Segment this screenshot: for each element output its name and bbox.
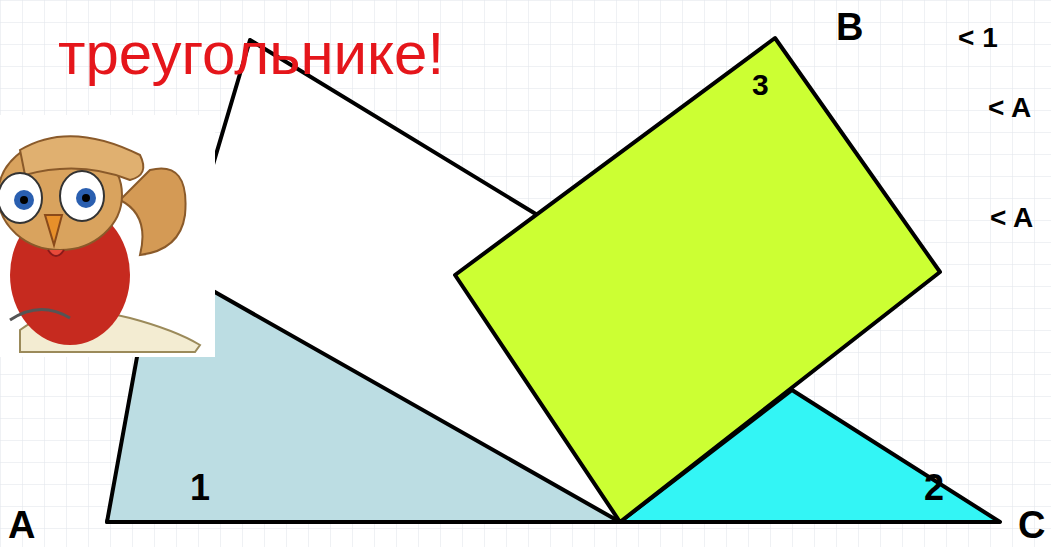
vertex-label: A bbox=[8, 506, 35, 544]
angle-note: < 1 bbox=[958, 24, 998, 52]
owl-picture bbox=[0, 115, 215, 357]
angle-note: < A bbox=[988, 94, 1031, 122]
vertex-label: B bbox=[836, 8, 863, 46]
angle-3-piece bbox=[455, 38, 940, 522]
heading: треугольнике! bbox=[58, 24, 444, 84]
angle-number: 3 bbox=[752, 70, 769, 100]
angle-number: 1 bbox=[190, 470, 210, 506]
angle-note: < A bbox=[990, 204, 1033, 232]
angle-number: 2 bbox=[924, 470, 944, 506]
vertex-label: C bbox=[1018, 506, 1045, 544]
